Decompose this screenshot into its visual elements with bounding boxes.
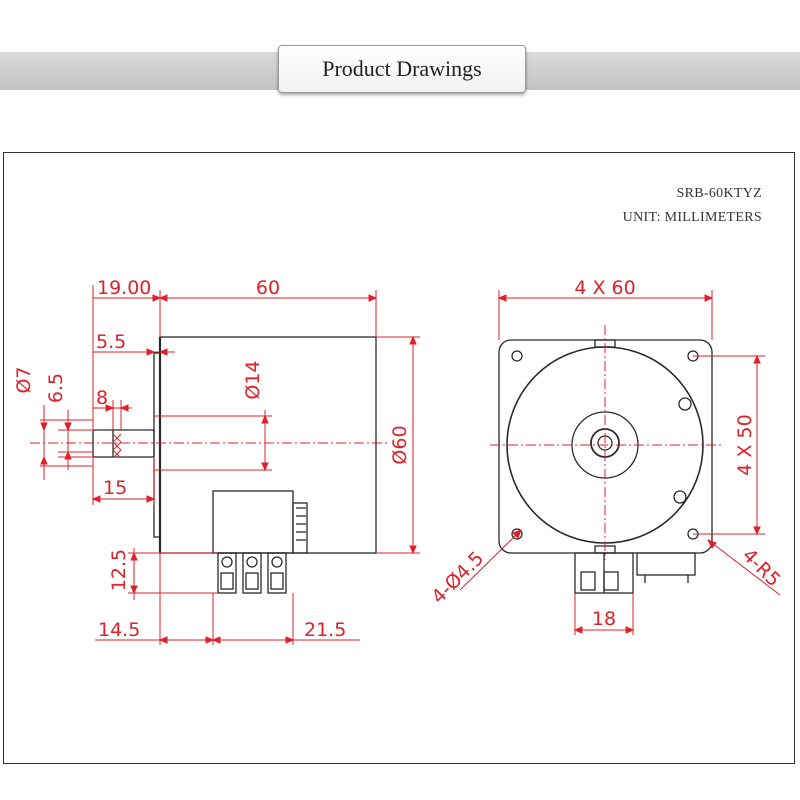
terminal-box	[212, 490, 294, 554]
dim-body-length: 60	[256, 277, 280, 299]
terminal-3	[267, 552, 287, 594]
dim-flat-depth: 6.5	[45, 373, 67, 403]
dim-bolt-pitch: 4 X 50	[734, 414, 756, 475]
dim-flat: 5.5	[96, 331, 126, 353]
dim-terminal-height: 12.5	[108, 549, 130, 591]
terminal-1	[217, 552, 237, 594]
dim-terminal-width: 21.5	[304, 619, 346, 641]
dim-body-diameter: Ø60	[389, 425, 411, 464]
dim-boss-diameter: Ø14	[242, 360, 264, 399]
dim-key: 8	[96, 387, 108, 409]
unit-label: UNIT: MILLIMETERS	[622, 210, 762, 225]
terminal-2	[242, 552, 262, 594]
dimension-lines	[30, 285, 781, 645]
model-label: SRB-60KTYZ	[676, 186, 762, 201]
dim-key-position: 15	[103, 477, 127, 499]
mount-hole-bl	[511, 528, 523, 540]
dim-shaft-diameter: Ø7	[13, 366, 35, 393]
dim-terminal-offset: 14.5	[98, 619, 140, 641]
side-view-outline	[92, 336, 377, 594]
dim-mount-holes: 4-Ø4.5	[427, 547, 488, 608]
dim-connector-width: 18	[592, 608, 616, 630]
mount-hole-tl	[511, 350, 523, 362]
dim-shaft-length: 19.00	[97, 277, 151, 299]
dimension-labels: 19.00 60 5.5 8 Ø7 6.5 Ø14 Ø60 15 12.5 14…	[13, 277, 785, 641]
dim-flange-width: 4 X 60	[574, 277, 635, 299]
motor-body	[159, 336, 377, 554]
drawing-frame	[3, 152, 795, 764]
banner-title: Product Drawings	[278, 45, 526, 93]
